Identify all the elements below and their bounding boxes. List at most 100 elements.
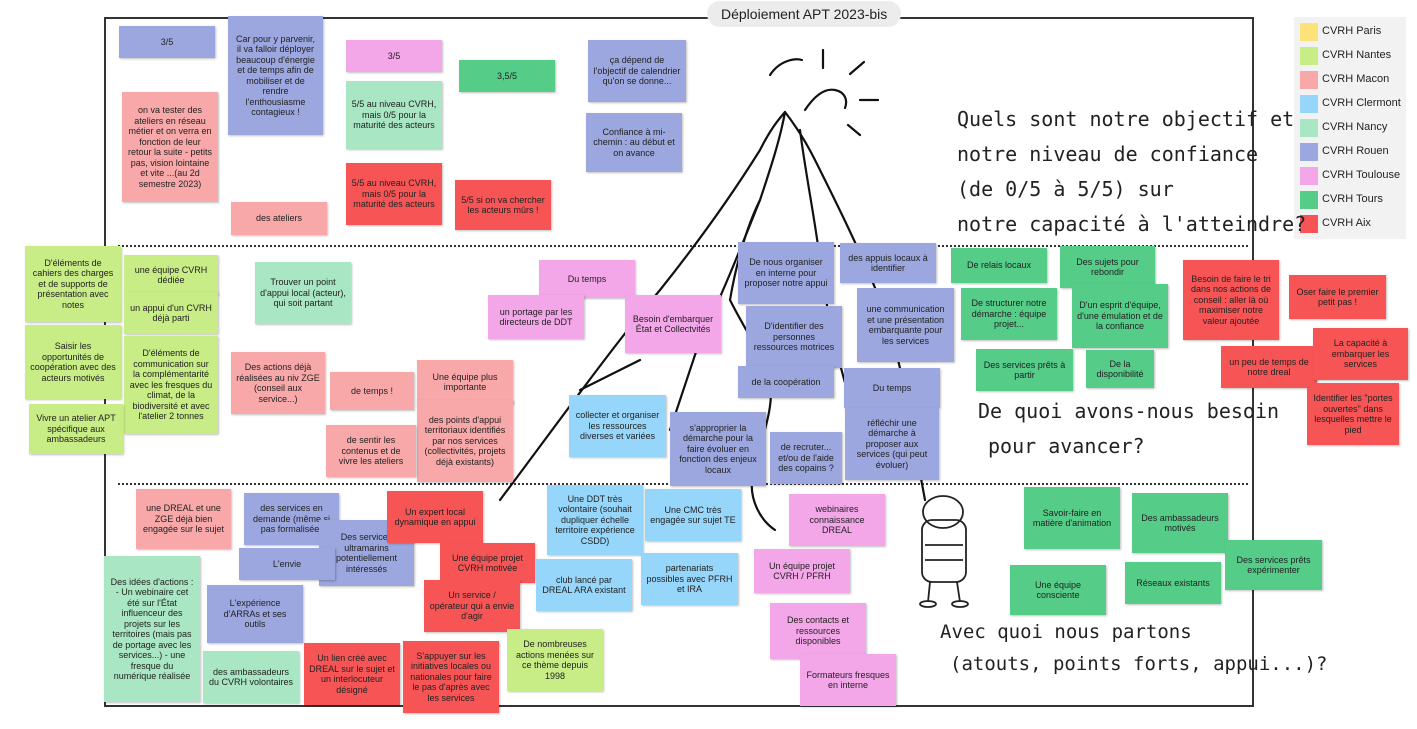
sticky-note[interactable]: des ateliers bbox=[231, 202, 327, 235]
sticky-note[interactable]: Oser faire le premier petit pas ! bbox=[1289, 275, 1386, 319]
legend-swatch bbox=[1300, 215, 1318, 233]
sticky-note[interactable]: L'envie bbox=[239, 548, 335, 580]
sticky-note[interactable]: un appui d'un CVRH déjà parti bbox=[124, 292, 218, 334]
legend-item[interactable]: CVRH Nantes bbox=[1294, 45, 1406, 67]
sticky-note[interactable]: D'éléments de communication sur la compl… bbox=[124, 336, 218, 434]
sticky-note[interactable]: Savoir-faire en matière d'animation bbox=[1024, 487, 1120, 549]
sticky-note[interactable]: webinaires connaissance DREAL bbox=[789, 494, 885, 546]
sticky-note[interactable]: 3,5/5 bbox=[459, 60, 555, 92]
legend-panel: CVRH Paris CVRH Nantes CVRH Macon CVRH C… bbox=[1294, 17, 1406, 239]
sticky-note[interactable]: des appuis locaux à identifier bbox=[840, 243, 936, 283]
legend-swatch bbox=[1300, 47, 1318, 65]
legend-item[interactable]: CVRH Tours bbox=[1294, 189, 1406, 211]
sticky-note[interactable]: Des idées d'actions : - Un webinaire cet… bbox=[104, 556, 200, 702]
legend-swatch bbox=[1300, 23, 1318, 41]
legend-label: CVRH Nantes bbox=[1322, 49, 1392, 61]
sticky-note[interactable]: Un expert local dynamique en appui bbox=[387, 491, 483, 543]
sticky-note[interactable]: Formateurs fresques en interne bbox=[800, 654, 896, 706]
sticky-note[interactable]: Des actions déjà réalisées au niv ZGE (c… bbox=[231, 352, 325, 414]
sticky-note[interactable]: un portage par les directeurs de DDT bbox=[488, 295, 584, 339]
legend-swatch bbox=[1300, 119, 1318, 137]
question-line: Quels sont notre objectif et bbox=[957, 107, 1295, 131]
sticky-note[interactable]: De la disponibilité bbox=[1086, 350, 1154, 388]
sticky-note[interactable]: 3/5 bbox=[346, 40, 442, 72]
question-line: (de 0/5 à 5/5) sur bbox=[957, 177, 1174, 201]
legend-label: CVRH Macon bbox=[1322, 73, 1390, 85]
sticky-note[interactable]: De relais locaux bbox=[951, 248, 1047, 283]
sticky-note[interactable]: 5/5 au niveau CVRH, mais 0/5 pour la mat… bbox=[346, 81, 442, 149]
sticky-note[interactable]: Car pour y parvenir, il va falloir déplo… bbox=[228, 16, 323, 135]
sticky-note[interactable]: Des ambassadeurs motivés bbox=[1132, 493, 1228, 553]
sticky-note[interactable]: Une équipe projet CVRH motivée bbox=[440, 543, 535, 583]
sticky-note[interactable]: Une équipe consciente bbox=[1010, 565, 1106, 615]
legend-swatch bbox=[1300, 71, 1318, 89]
sticky-note[interactable]: Besoin d'embarquer État et Collectvités bbox=[625, 295, 721, 353]
sticky-note[interactable]: 3/5 bbox=[119, 26, 215, 58]
sticky-note[interactable]: une équipe CVRH dédiée bbox=[124, 255, 218, 295]
sticky-note[interactable]: ça dépend de l'objectif de calendrier qu… bbox=[588, 40, 686, 102]
sticky-note[interactable]: Saisir les opportunités de coopération a… bbox=[25, 325, 121, 399]
sticky-note[interactable]: Vivre un atelier APT spécifique aux amba… bbox=[29, 404, 123, 454]
section-divider bbox=[118, 245, 1248, 247]
legend-item[interactable]: CVRH Macon bbox=[1294, 69, 1406, 91]
sticky-note[interactable]: club lancé par DREAL ARA existant bbox=[536, 559, 632, 611]
legend-label: CVRH Rouen bbox=[1322, 145, 1389, 157]
sticky-note[interactable]: D'un esprit d'équipe, d'une émulation et… bbox=[1072, 284, 1168, 348]
question-line: Avec quoi nous partons bbox=[940, 621, 1192, 643]
sticky-note[interactable]: Un service / opérateur qui a envie d'agi… bbox=[424, 580, 520, 632]
sticky-note[interactable]: Du temps bbox=[539, 260, 635, 298]
sticky-note[interactable]: des ambassadeurs du CVRH volontaires bbox=[203, 651, 299, 703]
sticky-note[interactable]: De nombreuses actions menées sur ce thèm… bbox=[507, 629, 603, 691]
question-line: (atouts, points forts, appui...)? bbox=[950, 653, 1328, 675]
sticky-note[interactable]: Réseaux existants bbox=[1125, 562, 1221, 604]
sticky-note[interactable]: 5/5 au niveau CVRH, mais 0/5 pour la mat… bbox=[346, 163, 442, 225]
sticky-note[interactable]: D'identifier des personnes ressources mo… bbox=[746, 306, 842, 368]
sticky-note[interactable]: De nous organiser en interne pour propos… bbox=[738, 242, 834, 304]
sticky-note[interactable]: un peu de temps de notre dreal bbox=[1221, 346, 1317, 388]
question-partons: Avec quoi nous partons (atouts, points f… bbox=[940, 616, 1328, 680]
sticky-note[interactable]: De structurer notre démarche : équipe pr… bbox=[961, 288, 1057, 340]
sticky-note[interactable]: D'éléments de cahiers des charges et de … bbox=[25, 246, 121, 322]
legend-label: CVRH Clermont bbox=[1322, 97, 1401, 109]
sticky-note[interactable]: Besoin de faire le tri dans nos actions … bbox=[1183, 260, 1279, 340]
sticky-note[interactable]: Des contacts et ressources disponibles bbox=[770, 603, 866, 659]
sticky-note[interactable]: de la coopération bbox=[738, 366, 834, 398]
sticky-note[interactable]: Une équipe plus importante bbox=[417, 360, 513, 404]
legend-item[interactable]: CVRH Paris bbox=[1294, 21, 1406, 43]
sticky-note[interactable]: Un lien créé avec DREAL sur le sujet et … bbox=[304, 643, 400, 705]
sticky-note[interactable]: Un équipe projet CVRH / PFRH bbox=[754, 549, 850, 593]
legend-item[interactable]: CVRH Clermont bbox=[1294, 93, 1406, 115]
sticky-note[interactable]: des points d'appui territoriaux identifi… bbox=[417, 400, 513, 482]
sticky-note[interactable]: de sentir les contenus et de vivre les a… bbox=[326, 425, 416, 477]
sticky-note[interactable]: Une CMC très engagée sur sujet TE bbox=[645, 489, 741, 541]
legend-item[interactable]: CVRH Aix bbox=[1294, 213, 1406, 235]
sticky-note[interactable]: La capacité à embarquer les services bbox=[1313, 328, 1408, 380]
sticky-note[interactable]: Des services prêts expérimenter bbox=[1225, 540, 1322, 590]
sticky-note[interactable]: Identifier les "portes ouvertes" dans le… bbox=[1307, 383, 1399, 445]
legend-item[interactable]: CVRH Toulouse bbox=[1294, 165, 1406, 187]
question-objectif: Quels sont notre objectif et notre nivea… bbox=[957, 102, 1306, 242]
sticky-note[interactable]: 5/5 si on va chercher les acteurs mûrs ! bbox=[455, 180, 551, 230]
sticky-note[interactable]: réfléchir une démarche à proposer aux se… bbox=[845, 408, 939, 480]
board-title[interactable]: Déploiement APT 2023-bis bbox=[707, 1, 902, 27]
sticky-note[interactable]: une communication et une présentation em… bbox=[857, 288, 954, 362]
legend-item[interactable]: CVRH Nancy bbox=[1294, 117, 1406, 139]
sticky-note[interactable]: Des sujets pour rebondir bbox=[1060, 246, 1155, 288]
sticky-note[interactable]: S'appuyer sur les initiatives locales ou… bbox=[403, 641, 499, 713]
sticky-note[interactable]: de temps ! bbox=[330, 372, 414, 410]
sticky-note[interactable]: Des services prêts à partir bbox=[976, 349, 1073, 391]
sticky-note[interactable]: Trouver un point d'appui local (acteur),… bbox=[255, 262, 351, 324]
sticky-note[interactable]: de recruter... et/ou de l'aide des copai… bbox=[770, 432, 842, 484]
sticky-note[interactable]: s'approprier la démarche pour la faire é… bbox=[670, 412, 766, 486]
legend-item[interactable]: CVRH Rouen bbox=[1294, 141, 1406, 163]
sticky-note[interactable]: collecter et organiser les ressources di… bbox=[569, 395, 666, 457]
sticky-note[interactable]: une DREAL et une ZGE déjà bien engagée s… bbox=[136, 489, 231, 549]
question-line: De quoi avons-nous besoin bbox=[978, 399, 1280, 423]
sticky-note[interactable]: partenariats possibles avec PFRH et IRA bbox=[641, 553, 738, 605]
sticky-note[interactable]: Une DDT très volontaire (souhait dupliqu… bbox=[547, 485, 643, 555]
sticky-note[interactable]: on va tester des ateliers en réseau méti… bbox=[122, 92, 218, 202]
sticky-note[interactable]: Du temps bbox=[844, 368, 940, 408]
sticky-note[interactable]: L'expérience d'ARRAs et ses outils bbox=[207, 585, 303, 643]
sticky-note[interactable]: Confiance à mi-chemin : au début et on a… bbox=[586, 113, 682, 172]
legend-swatch bbox=[1300, 95, 1318, 113]
